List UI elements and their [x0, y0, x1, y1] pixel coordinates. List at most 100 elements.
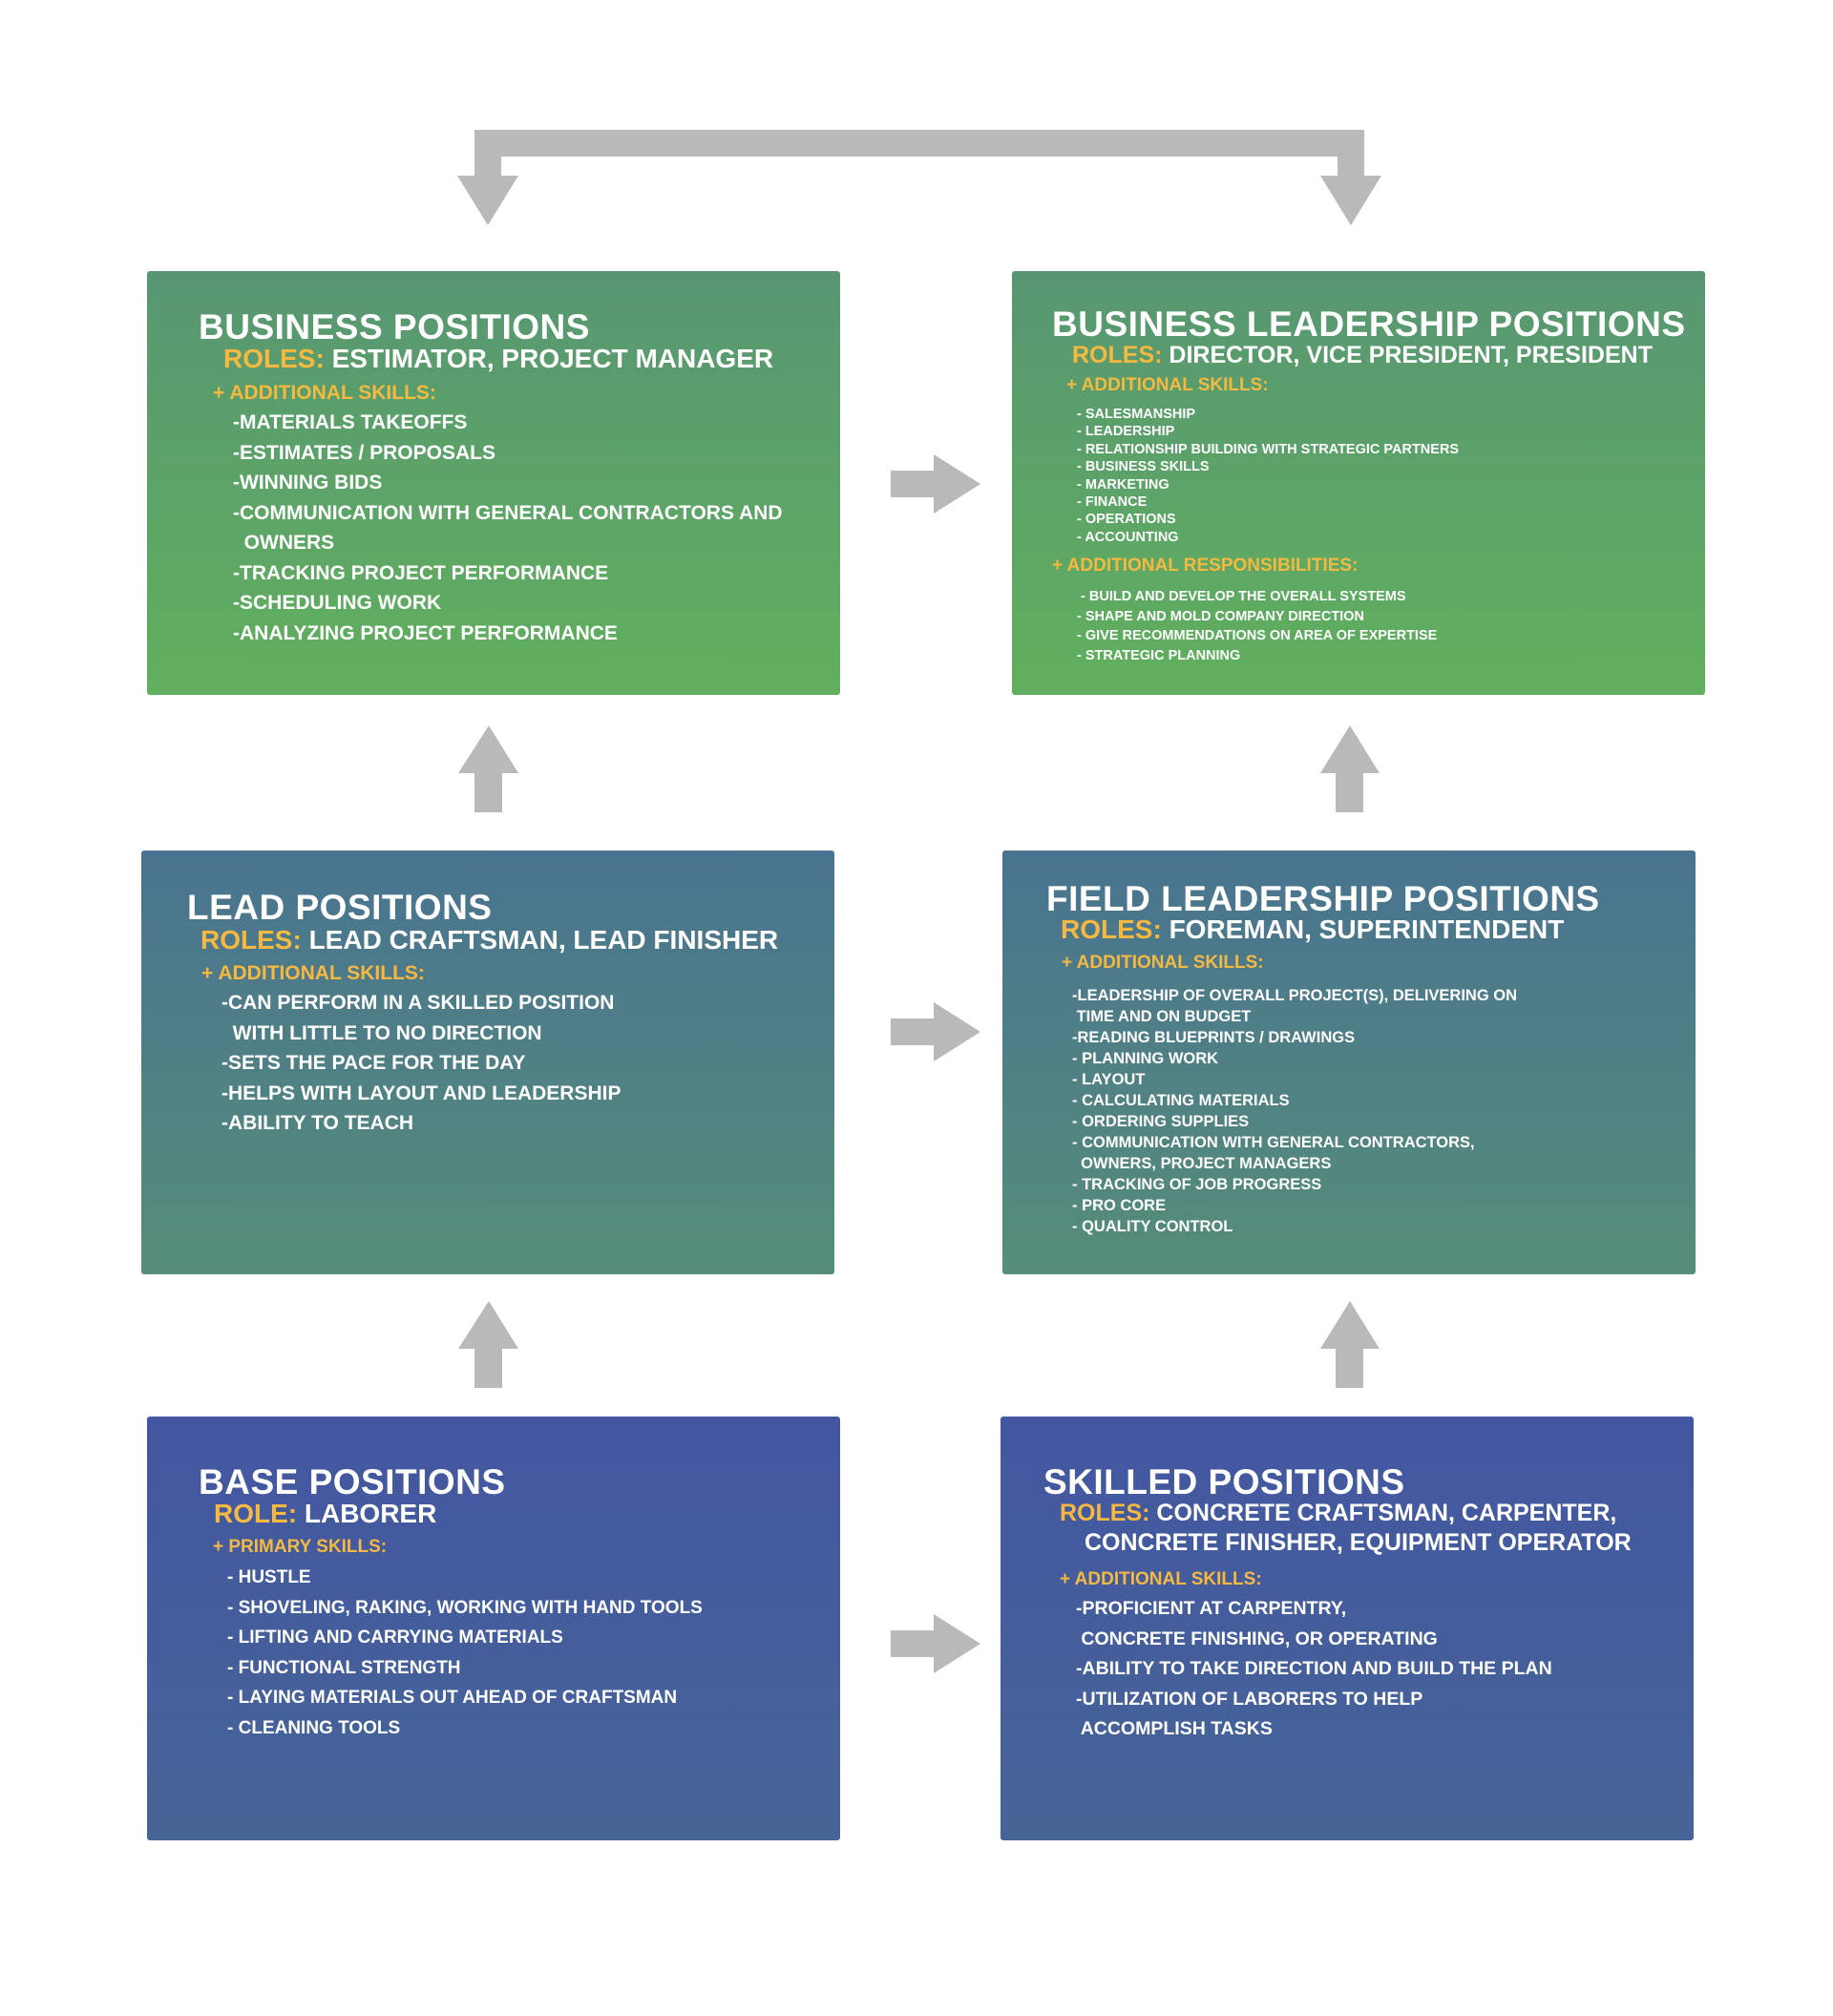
- list-item: -COMMUNICATION WITH GENERAL CONTRACTORS …: [233, 501, 783, 524]
- list-item: - LAYING MATERIALS OUT AHEAD OF CRAFTSMA…: [227, 1688, 678, 1708]
- list-item: -SCHEDULING WORK: [233, 592, 442, 614]
- roles-label: ROLES:: [1060, 1500, 1150, 1526]
- roles-value: CONCRETE CRAFTSMAN, CARPENTER,: [1156, 1500, 1617, 1526]
- list-item: -READING BLUEPRINTS / DRAWINGS: [1072, 1029, 1356, 1046]
- roles-line: ROLES: CONCRETE CRAFTSMAN, CARPENTER,: [1060, 1502, 1616, 1525]
- list-item: - COMMUNICATION WITH GENERAL CONTRACTORS…: [1072, 1134, 1475, 1151]
- list-item: - ACCOUNTING: [1077, 529, 1179, 545]
- list-item: -ANALYZING PROJECT PERFORMANCE: [233, 621, 618, 644]
- skills-list: -CAN PERFORM IN A SKILLED POSITION WITH …: [221, 988, 621, 1139]
- list-item: -HELPS WITH LAYOUT AND LEADERSHIP: [221, 1082, 622, 1104]
- list-item: - SHOVELING, RAKING, WORKING WITH HAND T…: [227, 1597, 703, 1618]
- roles-value: DIRECTOR, VICE PRESIDENT, PRESIDENT: [1169, 342, 1653, 368]
- roles-value: ESTIMATOR, PROJECT MANAGER: [331, 344, 774, 373]
- box-title: FIELD LEADERSHIP POSITIONS: [1046, 879, 1600, 918]
- list-item: TIME AND ON BUDGET: [1072, 1008, 1252, 1025]
- roles-line: ROLES: LEAD CRAFTSMAN, LEAD FINISHER: [200, 927, 778, 954]
- list-item: - FINANCE: [1077, 494, 1148, 511]
- roles-label: ROLES:: [1072, 342, 1163, 368]
- roles-label: ROLE:: [214, 1499, 298, 1528]
- list-item: - ORDERING SUPPLIES: [1072, 1113, 1250, 1130]
- skills-heading: + ADDITIONAL SKILLS:: [201, 962, 425, 984]
- roles-value: LEAD CRAFTSMAN, LEAD FINISHER: [308, 925, 779, 955]
- list-item: OWNERS: [233, 532, 335, 554]
- arrow-right-lead: [891, 1002, 980, 1061]
- arrow-up-base-to-lead: [458, 1301, 518, 1388]
- list-item: -ABILITY TO TEACH: [221, 1112, 414, 1134]
- box-title: BASE POSITIONS: [199, 1462, 506, 1502]
- list-item: - SHAPE AND MOLD COMPANY DIRECTION: [1077, 608, 1365, 624]
- roles-line: ROLES: DIRECTOR, VICE PRESIDENT, PRESIDE…: [1072, 344, 1653, 368]
- list-item: - RELATIONSHIP BUILDING WITH STRATEGIC P…: [1077, 441, 1460, 457]
- list-item: - SALESMANSHIP: [1077, 407, 1196, 422]
- roles-line: ROLES: FOREMAN, SUPERINTENDENT: [1061, 916, 1564, 943]
- skills-list: -PROFICIENT AT CARPENTRY, CONCRETE FINIS…: [1076, 1594, 1552, 1745]
- skills-list: -LEADERSHIP OF OVERALL PROJECT(S), DELIV…: [1072, 985, 1517, 1237]
- list-item: - QUALITY CONTROL: [1072, 1218, 1233, 1235]
- list-item: - BUILD AND DEVELOP THE OVERALL SYSTEMS: [1077, 589, 1406, 604]
- roles-label: ROLES:: [200, 925, 302, 955]
- skills-heading: + ADDITIONAL SKILLS:: [213, 382, 436, 404]
- list-item: -LEADERSHIP OF OVERALL PROJECT(S), DELIV…: [1072, 987, 1518, 1004]
- arrow-up-lead-to-business: [458, 725, 518, 812]
- roles-line: ROLES: ESTIMATOR, PROJECT MANAGER: [223, 346, 773, 372]
- list-item: OWNERS, PROJECT MANAGERS: [1072, 1155, 1332, 1172]
- box-title: LEAD POSITIONS: [187, 888, 493, 927]
- list-item: -PROFICIENT AT CARPENTRY,: [1076, 1598, 1347, 1619]
- list-item: - MARKETING: [1077, 476, 1169, 493]
- skills-heading: + ADDITIONAL SKILLS:: [1062, 953, 1264, 973]
- list-item: - PLANNING WORK: [1072, 1050, 1219, 1067]
- list-item: - LIFTING AND CARRYING MATERIALS: [227, 1628, 563, 1648]
- top-loop-arrow: [457, 130, 1381, 225]
- list-item: -ESTIMATES / PROPOSALS: [233, 441, 495, 464]
- skills-list: -MATERIALS TAKEOFFS -ESTIMATES / PROPOSA…: [233, 408, 783, 648]
- list-item: ACCOMPLISH TASKS: [1076, 1718, 1273, 1740]
- list-item: -ABILITY TO TAKE DIRECTION AND BUILD THE…: [1076, 1658, 1552, 1680]
- list-item: - HUSTLE: [227, 1567, 311, 1587]
- roles-label: ROLES:: [223, 344, 325, 373]
- roles-value-2: CONCRETE FINISHER, EQUIPMENT OPERATOR: [1085, 1529, 1632, 1556]
- list-item: - PRO CORE: [1072, 1197, 1167, 1214]
- box-title: SKILLED POSITIONS: [1043, 1462, 1405, 1502]
- list-item: - STRATEGIC PLANNING: [1077, 647, 1241, 663]
- list-item: -CAN PERFORM IN A SKILLED POSITION: [221, 992, 615, 1014]
- skilled-positions-box: SKILLED POSITIONS ROLES: CONCRETE CRAFTS…: [1001, 1417, 1694, 1840]
- roles-value: FOREMAN, SUPERINTENDENT: [1169, 914, 1565, 944]
- base-positions-box: BASE POSITIONS ROLE: LABORER + PRIMARY S…: [147, 1417, 840, 1840]
- list-item: - OPERATIONS: [1077, 512, 1176, 528]
- business-positions-box: BUSINESS POSITIONS ROLES: ESTIMATOR, PRO…: [147, 271, 840, 695]
- list-item: -WINNING BIDS: [233, 472, 383, 494]
- list-item: - LEADERSHIP: [1077, 424, 1175, 440]
- list-item: - CLEANING TOOLS: [227, 1717, 401, 1738]
- box-title: BUSINESS POSITIONS: [199, 307, 590, 346]
- list-item: -TRACKING PROJECT PERFORMANCE: [233, 561, 609, 584]
- skills-heading: + PRIMARY SKILLS:: [213, 1537, 388, 1557]
- list-item: - CALCULATING MATERIALS: [1072, 1092, 1290, 1109]
- arrow-up-field-to-business-leadership: [1320, 725, 1380, 812]
- box-title: BUSINESS LEADERSHIP POSITIONS: [1052, 304, 1686, 344]
- list-item: - TRACKING OF JOB PROGRESS: [1072, 1176, 1322, 1193]
- list-item: -SETS THE PACE FOR THE DAY: [221, 1052, 526, 1074]
- business-leadership-positions-box: BUSINESS LEADERSHIP POSITIONS ROLES: DIR…: [1012, 271, 1705, 695]
- field-leadership-positions-box: FIELD LEADERSHIP POSITIONS ROLES: FOREMA…: [1002, 850, 1696, 1274]
- list-item: - BUSINESS SKILLS: [1077, 459, 1210, 475]
- list-item: - LAYOUT: [1072, 1071, 1146, 1088]
- roles-line-2: CONCRETE FINISHER, EQUIPMENT OPERATOR: [1085, 1531, 1632, 1555]
- arrow-right-base: [891, 1614, 980, 1673]
- arrow-up-skilled-to-field: [1320, 1301, 1380, 1388]
- roles-label: ROLES:: [1061, 914, 1162, 944]
- list-item: -UTILIZATION OF LABORERS TO HELP: [1076, 1688, 1423, 1710]
- responsibilities-heading: + ADDITIONAL RESPONSIBILITIES:: [1052, 556, 1359, 576]
- arrow-right-business: [891, 454, 980, 514]
- lead-positions-box: LEAD POSITIONS ROLES: LEAD CRAFTSMAN, LE…: [141, 850, 834, 1274]
- list-item: - FUNCTIONAL STRENGTH: [227, 1657, 461, 1678]
- roles-line: ROLE: LABORER: [214, 1501, 436, 1527]
- list-item: -MATERIALS TAKEOFFS: [233, 411, 468, 433]
- list-item: WITH LITTLE TO NO DIRECTION: [221, 1021, 542, 1044]
- skills-list: - SALESMANSHIP - LEADERSHIP - RELATIONSH…: [1077, 406, 1459, 546]
- list-item: CONCRETE FINISHING, OR OPERATING: [1076, 1628, 1438, 1649]
- skills-heading: + ADDITIONAL SKILLS:: [1066, 375, 1269, 395]
- skills-list: - HUSTLE - SHOVELING, RAKING, WORKING WI…: [227, 1563, 703, 1743]
- skills-heading: + ADDITIONAL SKILLS:: [1060, 1569, 1262, 1589]
- list-item: - GIVE RECOMMENDATIONS ON AREA OF EXPERT…: [1077, 628, 1438, 644]
